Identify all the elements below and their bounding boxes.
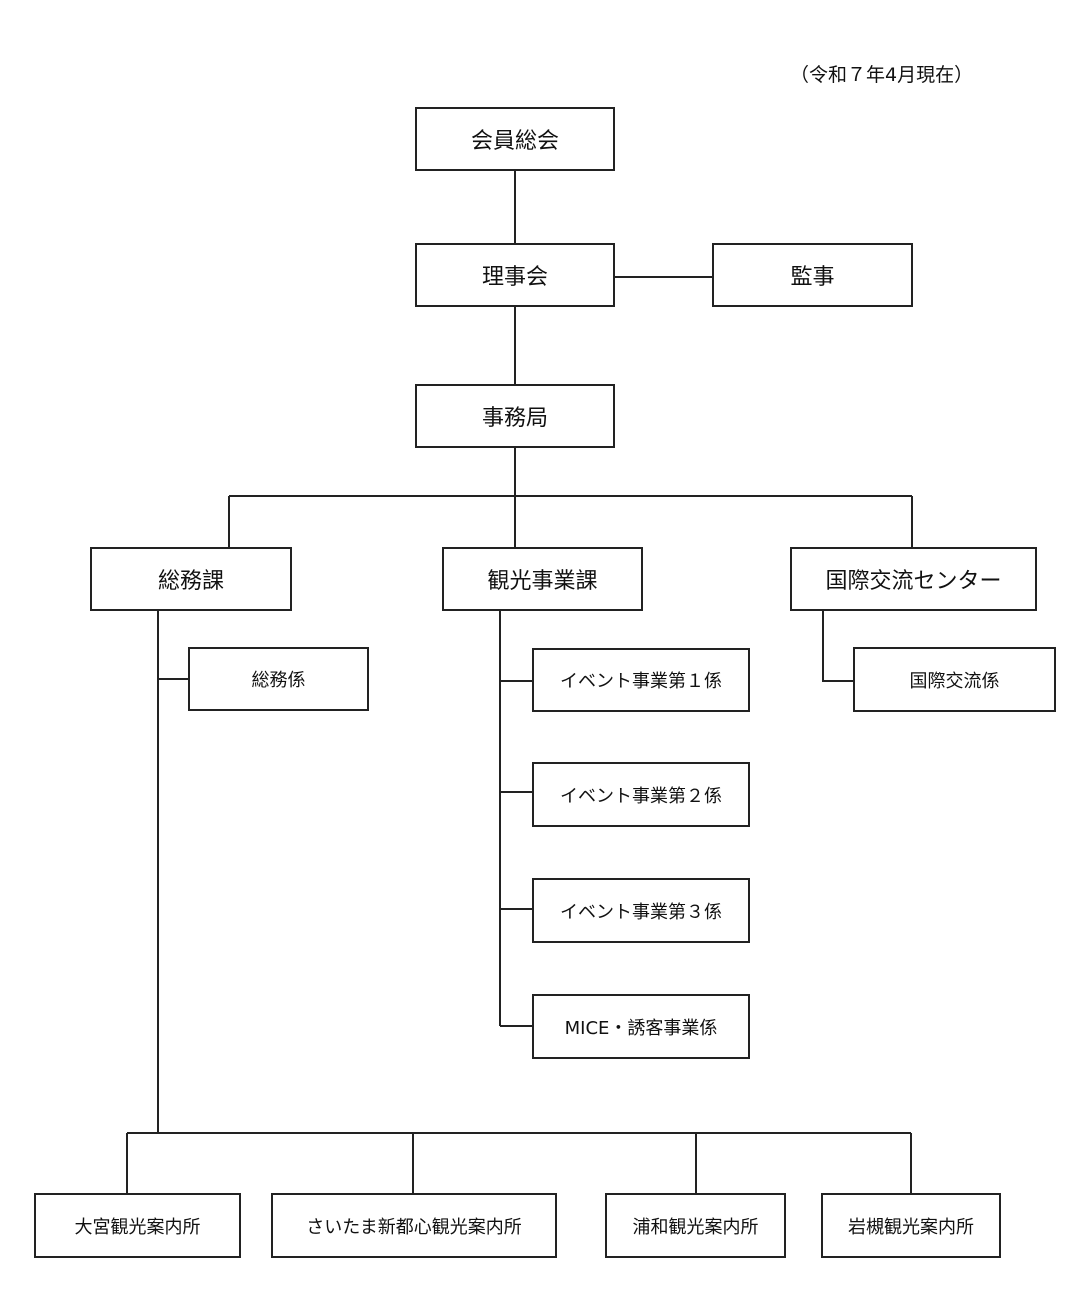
general-affairs-division-box: 総務課 [90,547,292,611]
general-assembly-box: 会員総会 [415,107,615,171]
event-section-3-box: イベント事業第３係 [532,878,750,943]
general-affairs-section-box: 総務係 [188,647,369,711]
secretariat-box: 事務局 [415,384,615,448]
iwatsuki-tourist-office-box: 岩槻観光案内所 [821,1193,1001,1258]
urawa-tourist-office-box: 浦和観光案内所 [605,1193,786,1258]
board-box: 理事会 [415,243,615,307]
event-section-2-box: イベント事業第２係 [532,762,750,827]
as-of-date-note: （令和７年4月現在） [790,64,974,86]
international-exchange-section-box: 国際交流係 [853,647,1056,712]
event-section-1-box: イベント事業第１係 [532,648,750,712]
omiya-tourist-office-box: 大宮観光案内所 [34,1193,241,1258]
connector-international-section [822,611,853,682]
mice-section-box: MICE・誘客事業係 [532,994,750,1059]
international-center-box: 国際交流センター [790,547,1037,611]
shintoshin-tourist-office-box: さいたま新都心観光案内所 [271,1193,557,1258]
tourism-division-box: 観光事業課 [442,547,643,611]
auditor-box: 監事 [712,243,913,307]
